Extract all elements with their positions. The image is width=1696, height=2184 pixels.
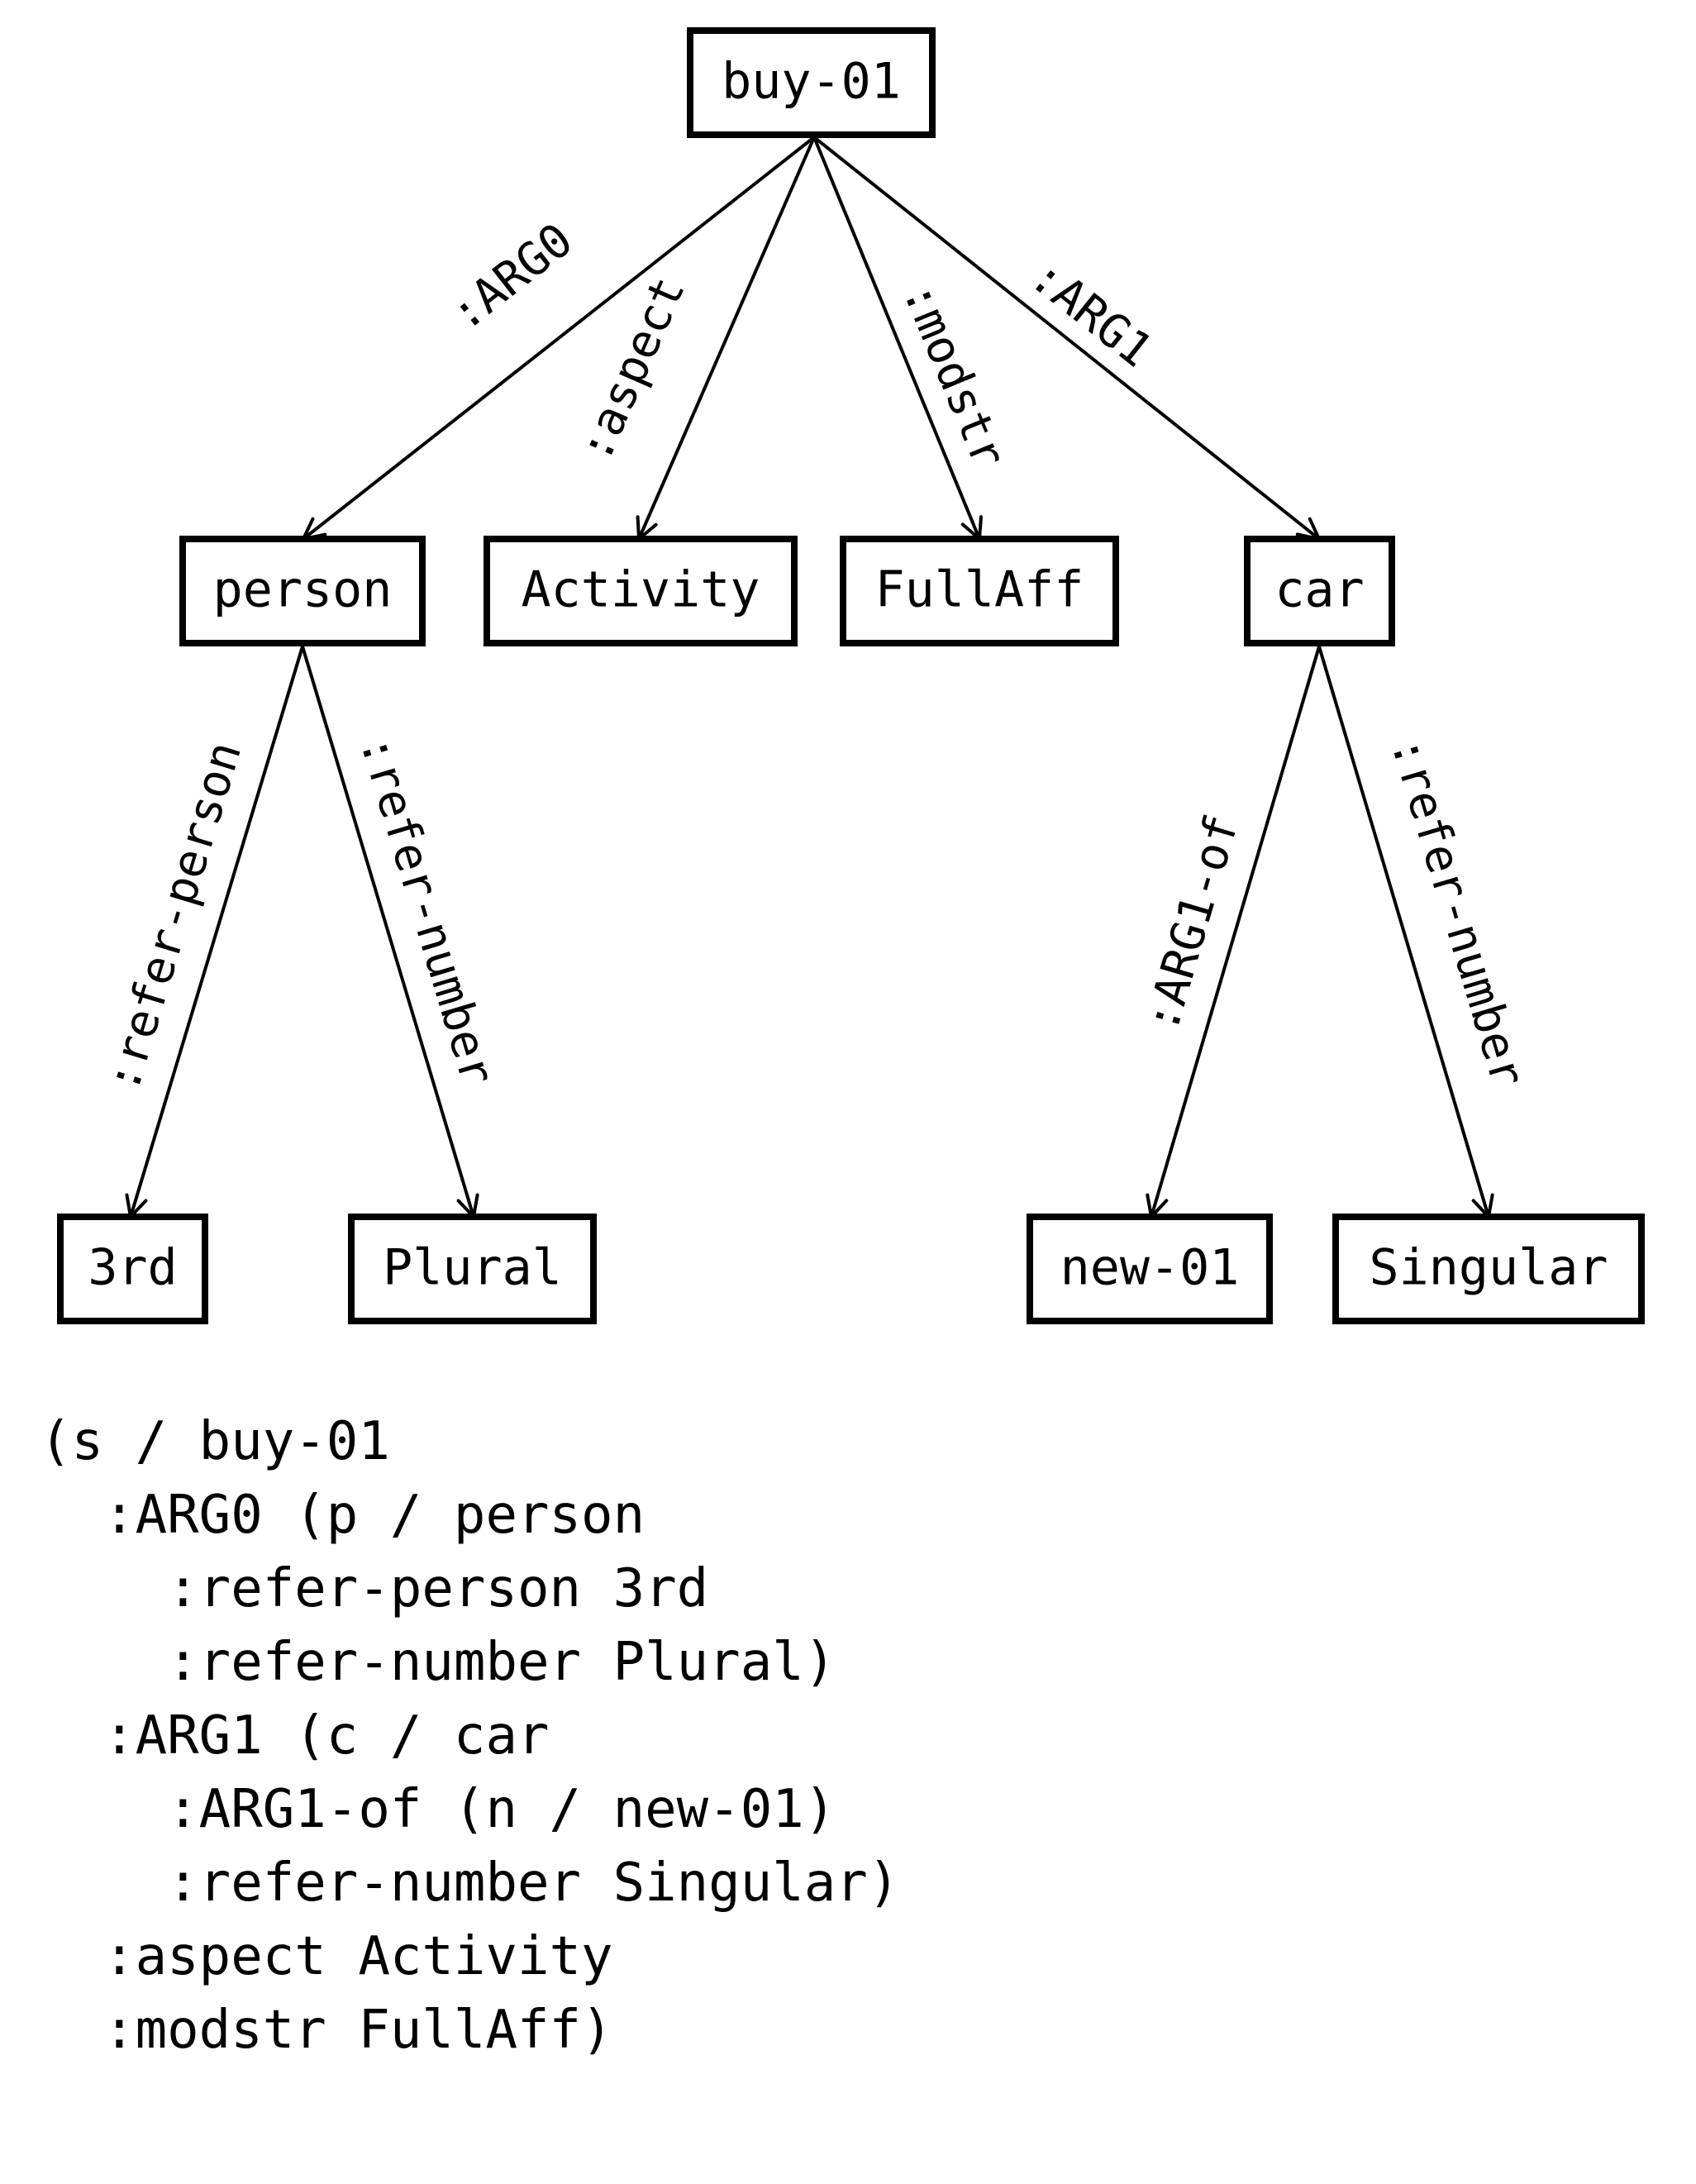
- edge-label: :ARG0: [441, 213, 584, 341]
- node-label: person: [213, 561, 393, 619]
- edge-buy-fullaff: :modstr: [812, 136, 1016, 541]
- node-plural: Plural: [348, 1214, 597, 1324]
- node-label: 3rd: [88, 1239, 177, 1297]
- penman-line: :ARG0 (p / person: [40, 1485, 646, 1546]
- node-person: person: [179, 536, 426, 646]
- node-box: [1244, 536, 1395, 646]
- node-new: new-01: [1027, 1214, 1273, 1324]
- node-label: Activity: [522, 561, 760, 619]
- node-label: Plural: [383, 1239, 562, 1297]
- edge-line: [302, 136, 816, 541]
- node-buy: buy-01: [687, 27, 936, 138]
- edge-buy-car: :ARG1: [812, 136, 1321, 541]
- amr-graph-diagram: :ARG0:aspect :modstr:ARG1 :refer-person :re…: [57, 27, 1645, 1324]
- penman-notation: (s / buy-01 :ARG0 (p / person :refer-per…: [40, 1405, 1660, 2067]
- node-box: [179, 536, 426, 646]
- edge-label: :refer-number: [349, 729, 504, 1091]
- penman-line: :refer-person 3rd: [40, 1558, 709, 1619]
- node-box: [484, 536, 798, 646]
- node-label: new-01: [1060, 1239, 1240, 1297]
- node-label: car: [1274, 561, 1364, 619]
- node-box: [348, 1214, 597, 1324]
- node-label: FullAff: [875, 561, 1084, 619]
- penman-line: :modstr FullAff): [40, 2000, 613, 2061]
- graph-edges: :ARG0:aspect :modstr:ARG1 :refer-person :re…: [96, 136, 1535, 1218]
- edge-line: [301, 646, 475, 1218]
- graph-nodes: buy-01 person Activity FullAff car 3rd Plural n…: [57, 27, 1645, 1324]
- node-box: [57, 1214, 208, 1324]
- edge-line: [1150, 646, 1321, 1218]
- node-box: [840, 536, 1119, 646]
- edge-line: [812, 136, 981, 540]
- node-fullaff: FullAff: [840, 536, 1119, 646]
- node-activity: Activity: [484, 536, 798, 646]
- penman-line: :refer-number Plural): [40, 1632, 836, 1693]
- penman-line: (s / buy-01: [40, 1411, 390, 1472]
- edge-label: :aspect: [569, 269, 696, 470]
- node-box: [687, 27, 936, 138]
- edge-line: [637, 136, 816, 540]
- node-box: [1332, 1214, 1645, 1324]
- node-car: car: [1244, 536, 1395, 646]
- edge-car-singular: :refer-number: [1317, 646, 1535, 1218]
- edge-label: :ARG1-of: [1136, 809, 1251, 1038]
- edge-person-plural: :refer-number: [301, 646, 504, 1218]
- penman-line: :refer-number Singular): [40, 1853, 900, 1914]
- penman-line: :aspect Activity: [40, 1926, 613, 1987]
- edge-line: [812, 136, 1321, 541]
- edge-line: [1317, 646, 1490, 1218]
- node-label: buy-01: [722, 53, 901, 111]
- edge-line: [129, 646, 304, 1218]
- edge-label: :refer-number: [1379, 731, 1535, 1094]
- penman-line: :ARG1-of (n / new-01): [40, 1779, 836, 1840]
- node-singular: Singular: [1332, 1214, 1645, 1324]
- edge-label: :refer-person: [96, 736, 252, 1098]
- penman-line: :ARG1 (c / car: [40, 1705, 550, 1767]
- edge-car-new: :ARG1-of: [1136, 646, 1321, 1218]
- node-label: Singular: [1370, 1239, 1608, 1297]
- node-box: [1027, 1214, 1273, 1324]
- edge-buy-person: :ARG0: [302, 136, 816, 541]
- edge-buy-activity: :aspect: [569, 136, 816, 541]
- node-third: 3rd: [57, 1214, 208, 1324]
- edge-person-third: :refer-person: [96, 646, 304, 1218]
